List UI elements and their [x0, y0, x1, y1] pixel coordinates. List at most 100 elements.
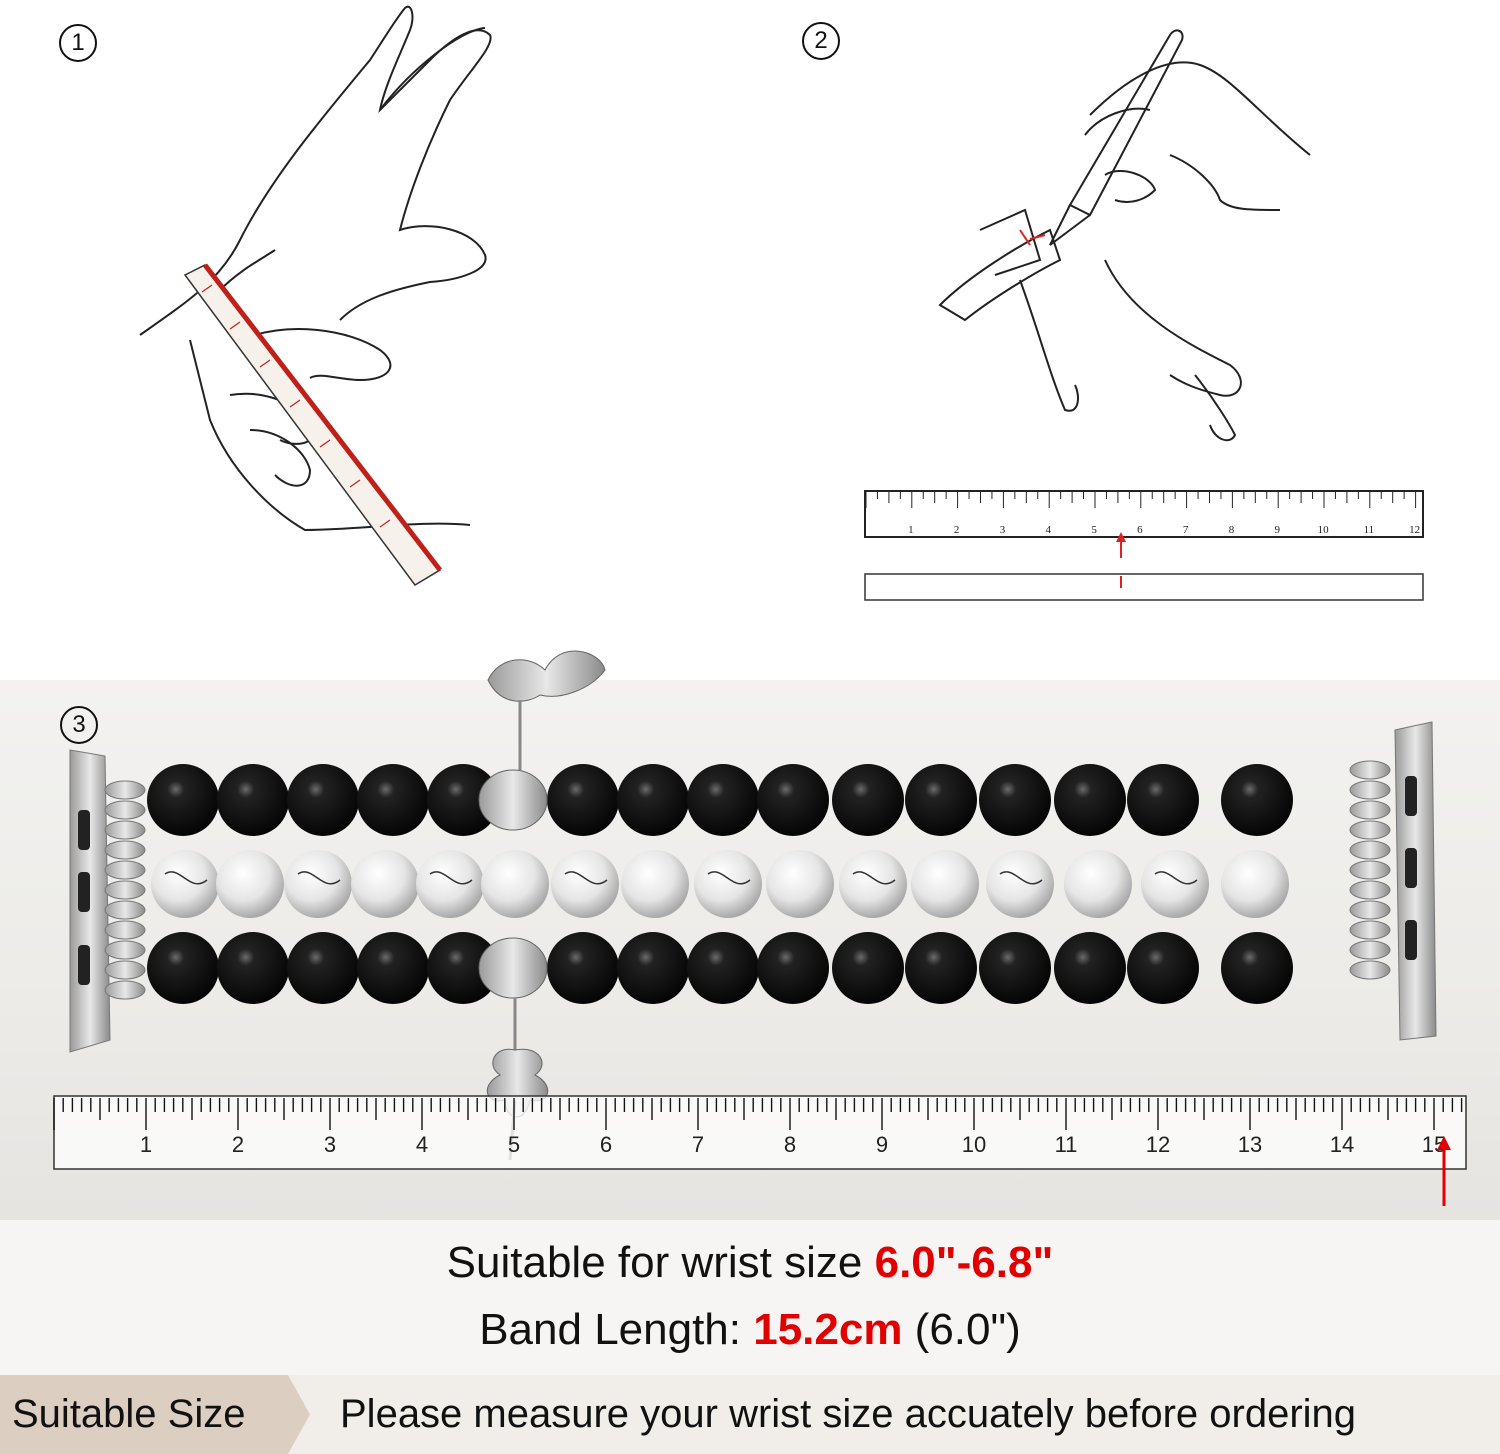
small-ruler-label: 7 [1183, 524, 1189, 536]
small-ruler-label: 11 [1364, 524, 1375, 536]
large-ruler-label: 9 [876, 1132, 888, 1157]
black-bead [832, 764, 904, 836]
wrist-measure-illustration [139, 5, 492, 586]
bead-vein [707, 871, 751, 885]
black-bead [1054, 764, 1126, 836]
veined-agate-bead [986, 850, 1054, 918]
step-2-label: 2 [814, 27, 828, 54]
veined-agate-bead [621, 850, 689, 918]
wrist-size-line: Suitable for wrist size 6.0"-6.8" [0, 1238, 1500, 1288]
large-ruler-label: 10 [962, 1132, 986, 1157]
black-bead [687, 764, 759, 836]
band-length-line: Band Length: 15.2cm (6.0") [0, 1305, 1500, 1355]
small-ruler-label: 5 [1091, 524, 1097, 536]
veined-agate-bead [839, 850, 907, 918]
veined-agate-bead [1064, 850, 1132, 918]
bead-vein [852, 871, 896, 885]
veined-agate-bead [551, 850, 619, 918]
large-ruler-label: 4 [416, 1132, 428, 1157]
bead-vein [564, 871, 608, 885]
step-3-badge: 3 [60, 706, 98, 744]
wrist-size-value: 6.0"-6.8" [874, 1238, 1054, 1287]
black-bead [427, 932, 499, 1004]
bead-vein [1154, 871, 1198, 885]
veined-agate-bead [1221, 850, 1289, 918]
small-ruler-label: 10 [1318, 524, 1330, 536]
wrist-size-prefix: Suitable for wrist size [446, 1238, 875, 1287]
veined-agate-bead [1141, 850, 1209, 918]
black-bead [979, 764, 1051, 836]
bead-vein [429, 871, 473, 885]
black-bead [427, 764, 499, 836]
black-bead [1054, 932, 1126, 1004]
black-bead [617, 932, 689, 1004]
large-ruler-label: 8 [784, 1132, 796, 1157]
black-bead [757, 932, 829, 1004]
large-ruler-label: 6 [600, 1132, 612, 1157]
paper-strip-illustration [938, 29, 1311, 442]
veined-agate-bead [911, 850, 979, 918]
small-ruler-label: 8 [1229, 524, 1235, 536]
large-ruler-label: 14 [1330, 1132, 1354, 1157]
large-ruler-label: 13 [1238, 1132, 1262, 1157]
black-bead [547, 932, 619, 1004]
veined-agate-bead [284, 850, 352, 918]
black-bead [287, 764, 359, 836]
veined-agate-bead [694, 850, 762, 918]
black-bead [357, 932, 429, 1004]
large-ruler-label: 2 [232, 1132, 244, 1157]
small-ruler-label: 12 [1409, 524, 1420, 536]
small-ruler-label: 1 [908, 524, 914, 536]
large-ruler-label: 3 [324, 1132, 336, 1157]
beaded-watch-band [69, 650, 1437, 1161]
black-bead [832, 932, 904, 1004]
step-1-label: 1 [71, 29, 85, 56]
step-1-badge: 1 [59, 24, 97, 62]
small-ruler-label: 4 [1046, 524, 1052, 536]
veined-agate-bead [151, 850, 219, 918]
black-bead [905, 932, 977, 1004]
bead-vein [164, 871, 208, 885]
large-ruler-label: 5 [508, 1132, 520, 1157]
black-bead [687, 932, 759, 1004]
black-bead [217, 932, 289, 1004]
small-ruler-label: 6 [1137, 524, 1143, 536]
black-bead [287, 932, 359, 1004]
small-ruler-label: 3 [1000, 524, 1006, 536]
small-ruler-label: 9 [1275, 524, 1281, 536]
small-ruler-label: 2 [954, 524, 960, 536]
black-bead [905, 764, 977, 836]
black-bead [1221, 932, 1293, 1004]
black-bead [357, 764, 429, 836]
veined-agate-bead [416, 850, 484, 918]
black-bead [617, 764, 689, 836]
step-3-label: 3 [72, 711, 86, 738]
band-length-value: 15.2cm [753, 1305, 903, 1354]
black-bead [979, 932, 1051, 1004]
bead-vein [999, 871, 1043, 885]
black-bead [757, 764, 829, 836]
large-ruler-label: 11 [1055, 1132, 1078, 1157]
black-bead [547, 764, 619, 836]
footer-tag-shape [0, 1375, 310, 1454]
veined-agate-bead [766, 850, 834, 918]
black-bead [1221, 764, 1293, 836]
black-bead [217, 764, 289, 836]
black-bead [1127, 932, 1199, 1004]
black-bead [1127, 764, 1199, 836]
large-ruler-label: 1 [140, 1132, 152, 1157]
band-length-prefix: Band Length: [479, 1305, 754, 1354]
veined-agate-bead [216, 850, 284, 918]
veined-agate-bead [481, 850, 549, 918]
band-length-inches: (6.0") [902, 1305, 1021, 1354]
veined-agate-bead [351, 850, 419, 918]
large-ruler-label: 7 [692, 1132, 704, 1157]
footer-tag-label: Suitable Size [12, 1392, 246, 1436]
footer-message: Please measure your wrist size accuately… [340, 1392, 1357, 1436]
bead-vein [297, 871, 341, 885]
black-bead [147, 764, 219, 836]
step-2-badge: 2 [802, 22, 840, 60]
black-bead [147, 932, 219, 1004]
